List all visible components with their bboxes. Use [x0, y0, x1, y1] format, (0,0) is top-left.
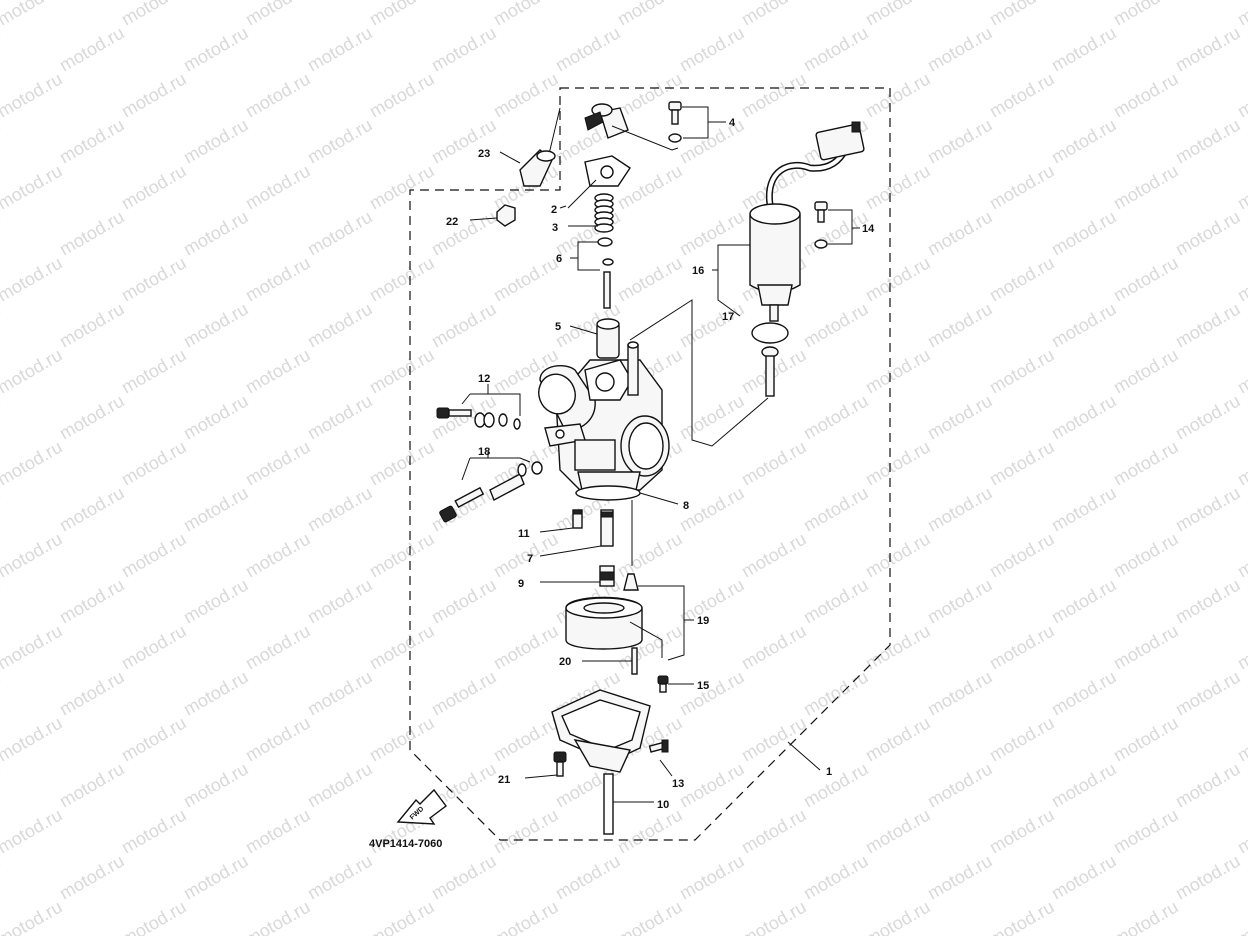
- callout-5: 5: [555, 321, 561, 333]
- part-15-screw: [657, 675, 669, 693]
- part-16-auto-choke: [749, 121, 865, 322]
- part-8-gasket: [575, 485, 641, 501]
- callout-4: 4: [729, 117, 736, 129]
- callout-14: 14: [862, 223, 875, 235]
- callout-8: 8: [683, 500, 689, 512]
- callout-18: 18: [478, 446, 490, 458]
- float-bowl: [551, 689, 651, 773]
- callout-17: 17: [722, 311, 734, 323]
- part-5-throttle-slide: [596, 318, 620, 359]
- part-14-screw: [814, 201, 828, 249]
- part-4-screw: [668, 101, 682, 143]
- callout-12: 12: [478, 373, 490, 385]
- callout-16: 16: [692, 265, 704, 277]
- callout-23: 23: [478, 148, 490, 160]
- part-13-drain-screw: [648, 739, 669, 753]
- callout-6: 6: [556, 253, 562, 265]
- top-fitting: [584, 103, 629, 139]
- carburetor-body: [538, 341, 670, 491]
- fwd-arrow-icon: FWD: [396, 788, 447, 825]
- callout-7: 7: [527, 553, 533, 565]
- assembly-boundary: [409, 87, 891, 841]
- part-20-float-pin: [631, 647, 638, 675]
- part-19-float: [565, 596, 663, 658]
- part-23-cable-cap: [519, 149, 556, 187]
- callout-19: 19: [697, 615, 709, 627]
- callout-20: 20: [559, 656, 571, 668]
- callout-15: 15: [697, 680, 709, 692]
- callout-1: 1: [826, 766, 832, 778]
- callout-13: 13: [672, 778, 684, 790]
- part-18-idle-screw: [439, 461, 543, 523]
- callout-3: 3: [552, 222, 558, 234]
- callout-21: 21: [498, 774, 510, 786]
- part-10-drain-hose: [603, 773, 614, 835]
- callout-22: 22: [446, 216, 458, 228]
- callout-11: 11: [518, 528, 530, 540]
- float-needle: [623, 573, 639, 591]
- part-2-gasket: [584, 155, 631, 187]
- spring-coil: [594, 223, 614, 233]
- part-12-pilot-screw: [436, 407, 521, 430]
- part-3-spring: [594, 193, 614, 233]
- part-21-screw: [553, 751, 567, 777]
- callout-9: 9: [518, 578, 524, 590]
- fiche-code: 4VP1414-7060: [369, 838, 442, 850]
- part-9-main-jet: [599, 565, 615, 587]
- callout-2: 2: [551, 204, 557, 216]
- part-11-air-jet: [572, 509, 583, 529]
- part-7-needle-jet: [600, 509, 614, 547]
- jet-needle: [603, 271, 611, 309]
- part-22-nut: [496, 204, 516, 227]
- part-6-clip: [597, 237, 614, 266]
- callout-10: 10: [657, 799, 669, 811]
- part-17-o-ring: [751, 322, 789, 397]
